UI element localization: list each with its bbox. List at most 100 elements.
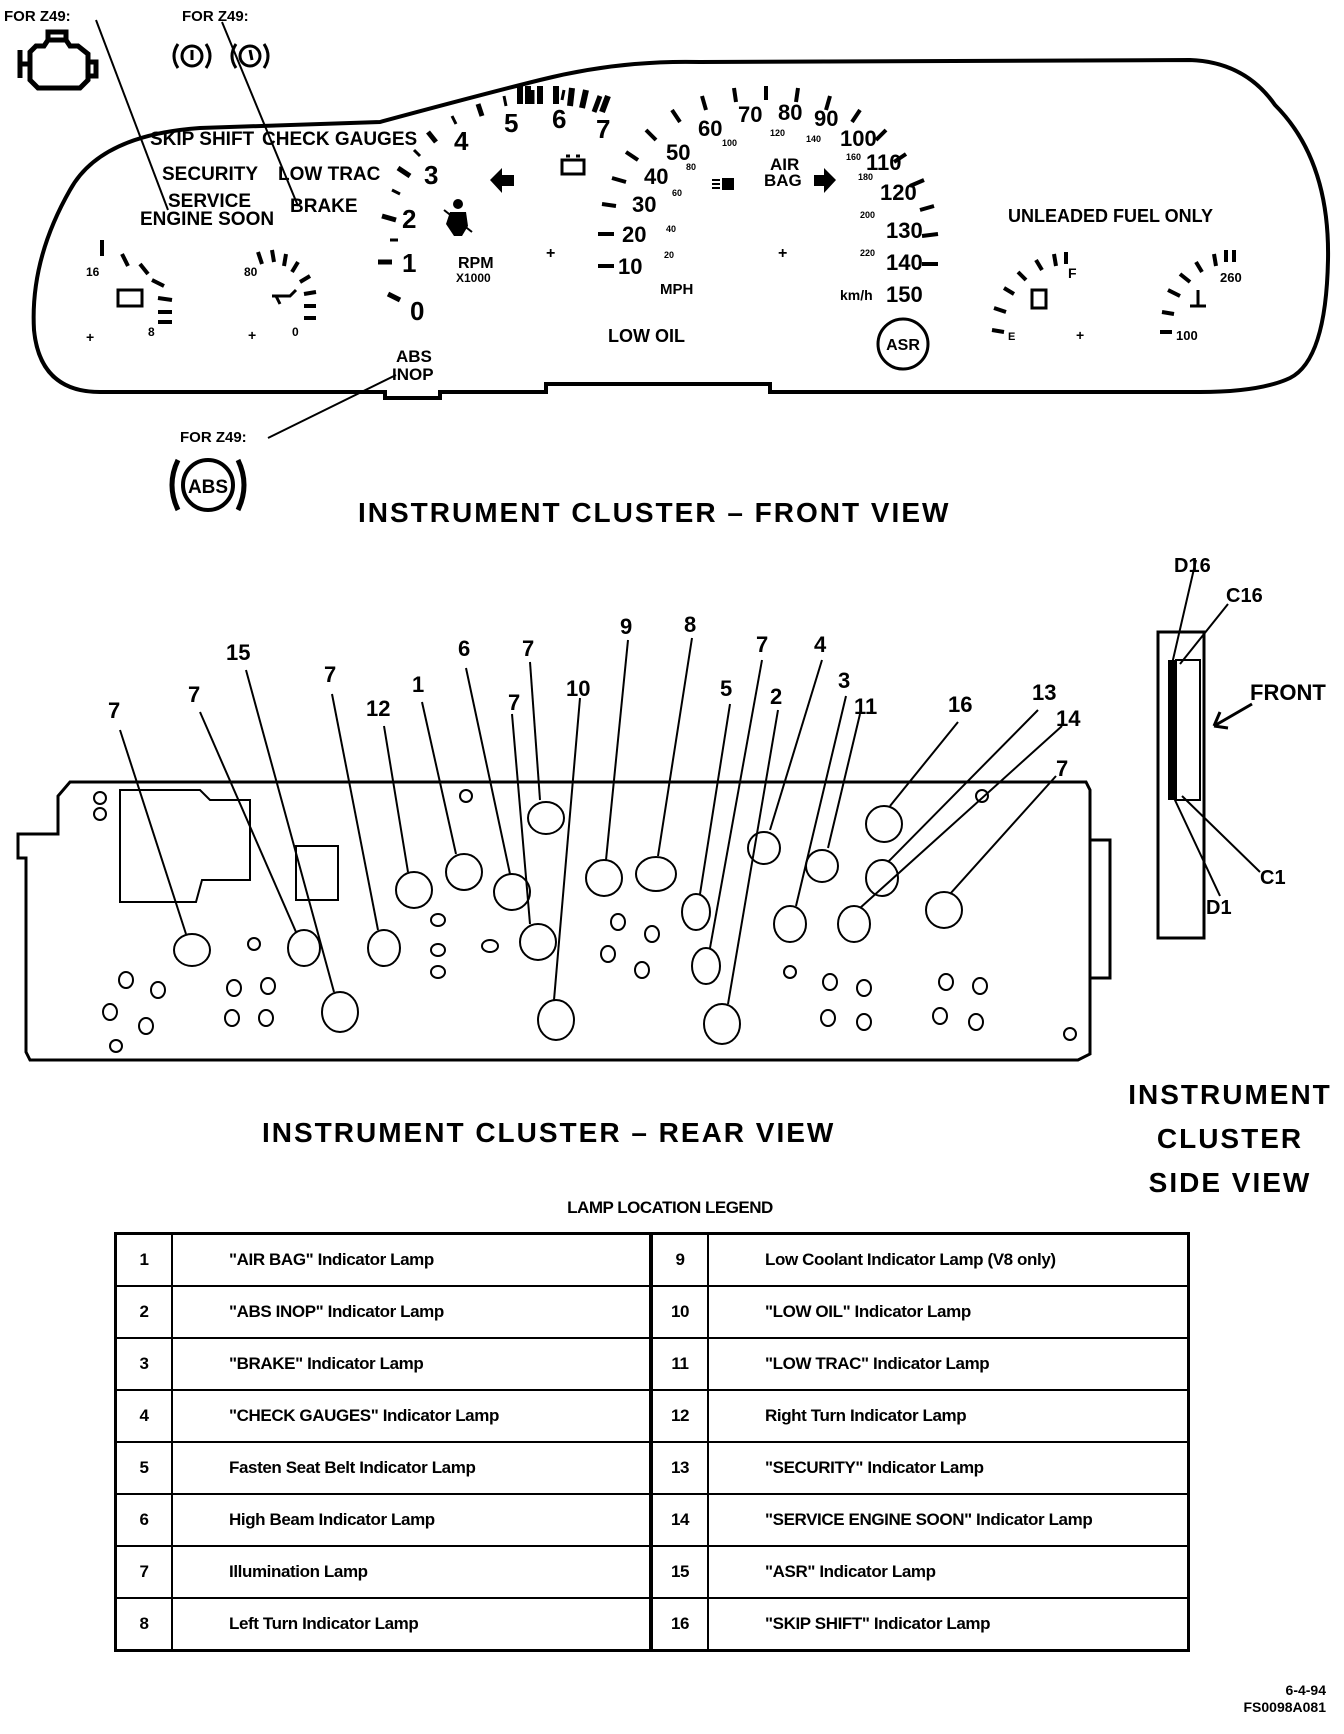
legend-description: "BRAKE" Indicator Lamp: [171, 1337, 652, 1391]
svg-text:130: 130: [886, 218, 923, 243]
front-view-title: INSTRUMENT CLUSTER – FRONT VIEW: [358, 497, 950, 528]
front-label: FRONT: [1250, 680, 1326, 705]
security-label: SECURITY: [162, 164, 258, 185]
seat-belt-icon: [443, 199, 473, 236]
svg-text:120: 120: [770, 128, 785, 138]
legend-number: 11: [649, 1337, 709, 1391]
svg-text:E: E: [1008, 331, 1015, 343]
side-view-title-3: SIDE VIEW: [1149, 1167, 1312, 1198]
legend-description: "CHECK GAUGES" Indicator Lamp: [171, 1389, 652, 1443]
callout-number: 14: [1056, 706, 1081, 731]
svg-text:90: 90: [814, 106, 838, 131]
unleaded-label: UNLEADED FUEL ONLY: [1008, 206, 1213, 226]
legend-description: Right Turn Indicator Lamp: [707, 1389, 1190, 1443]
svg-text:150: 150: [886, 282, 923, 307]
callout-number: 5: [720, 676, 732, 701]
callout-number: 3: [838, 668, 850, 693]
rear-view: 7 7 15 7 12 1 6 7 7 10 9 8 5 7 2 4 3 11 …: [16, 612, 1112, 1148]
temp-gauge: 260 100: [1160, 250, 1242, 343]
callout-number: 7: [1056, 756, 1068, 781]
legend-number: 10: [649, 1285, 709, 1339]
svg-text:140: 140: [886, 250, 923, 275]
high-beam-icon: [712, 178, 734, 190]
callout-number: 7: [756, 632, 768, 657]
asr-indicator: ASR: [876, 317, 930, 371]
legend-description: "LOW OIL" Indicator Lamp: [707, 1285, 1190, 1339]
lamp-sockets: [173, 801, 963, 1045]
d1-label: D1: [1206, 897, 1232, 919]
service-label: SERVICE: [168, 191, 251, 212]
svg-text:50: 50: [666, 140, 690, 165]
svg-text:40: 40: [666, 224, 676, 234]
svg-text:40: 40: [644, 164, 668, 189]
svg-text:BAG: BAG: [764, 171, 802, 190]
svg-text:2: 2: [402, 204, 416, 234]
for-z49-label-2: FOR Z49:: [182, 8, 249, 25]
fuel-gauge: F E +: [991, 252, 1084, 343]
svg-text:70: 70: [738, 102, 762, 127]
svg-text:30: 30: [632, 192, 656, 217]
callout-number: 16: [948, 692, 972, 717]
legend-description: Left Turn Indicator Lamp: [171, 1597, 652, 1652]
legend-number: 12: [649, 1389, 709, 1443]
svg-text:140: 140: [806, 134, 821, 144]
abs-icon: ABS: [169, 458, 247, 512]
legend-description: "SKIP SHIFT" Indicator Lamp: [707, 1597, 1190, 1652]
svg-text:1: 1: [402, 248, 416, 278]
callout-number: 7: [188, 682, 200, 707]
svg-text:100: 100: [722, 138, 737, 148]
legend-number: 16: [649, 1597, 709, 1652]
svg-text:6: 6: [552, 104, 566, 134]
svg-text:F: F: [1068, 265, 1077, 281]
volt-gauge: 16 8 +: [86, 240, 173, 345]
legend-description: Illumination Lamp: [171, 1545, 652, 1599]
legend-number: 6: [114, 1493, 173, 1547]
front-cluster-outline: [31, 57, 1331, 400]
svg-text:0: 0: [410, 296, 424, 326]
callout-number: 13: [1032, 680, 1056, 705]
legend-description: "ABS INOP" Indicator Lamp: [171, 1285, 652, 1339]
abs-inop-label-1: ABS: [396, 347, 432, 366]
side-view-title-1: INSTRUMENT: [1128, 1079, 1332, 1110]
side-view-title-2: CLUSTER: [1157, 1123, 1303, 1154]
svg-text:AIR: AIR: [770, 155, 799, 174]
legend-number: 5: [114, 1441, 173, 1495]
callout-number: 7: [522, 636, 534, 661]
svg-text:100: 100: [840, 126, 877, 151]
low-oil-label: LOW OIL: [608, 326, 685, 346]
svg-text:+: +: [1076, 327, 1084, 343]
svg-text:110: 110: [866, 150, 902, 175]
legend-number: 7: [114, 1545, 173, 1599]
svg-text:RPM: RPM: [458, 255, 494, 272]
svg-text:ABS: ABS: [188, 477, 228, 498]
callout-number: 1: [412, 672, 424, 697]
svg-text:220: 220: [860, 248, 875, 258]
legend-number: 15: [649, 1545, 709, 1599]
svg-text:5: 5: [504, 108, 518, 138]
svg-text:MPH: MPH: [660, 281, 693, 298]
callout-number: 7: [324, 662, 336, 687]
legend-number: 1: [114, 1232, 173, 1287]
legend-number: 2: [114, 1285, 173, 1339]
legend-number: 13: [649, 1441, 709, 1495]
callout-number: 12: [366, 696, 390, 721]
callout-number: 7: [508, 690, 520, 715]
speedometer: 10 20 30 40 50 60 70 80 90 100 110 120 1…: [546, 86, 939, 307]
rear-callout-numbers: 7 7 15 7 12 1 6 7 7 10 9 8 5 7 2 4 3 11 …: [108, 612, 1081, 781]
callout-number: 6: [458, 636, 470, 661]
svg-text:120: 120: [880, 180, 917, 205]
callout-number: 2: [770, 684, 782, 709]
svg-text:7: 7: [596, 114, 610, 144]
svg-text:+: +: [86, 329, 94, 345]
c1-label: C1: [1260, 867, 1286, 889]
left-turn-arrow-icon: [490, 168, 514, 193]
svg-text:+: +: [248, 327, 256, 343]
oil-gauge: 80 0 +: [244, 249, 317, 343]
svg-text:80: 80: [244, 265, 258, 279]
abs-inop-label-2: INOP: [392, 365, 434, 384]
check-gauges-label: CHECK GAUGES: [262, 129, 417, 150]
right-turn-arrow-icon: [814, 168, 836, 193]
